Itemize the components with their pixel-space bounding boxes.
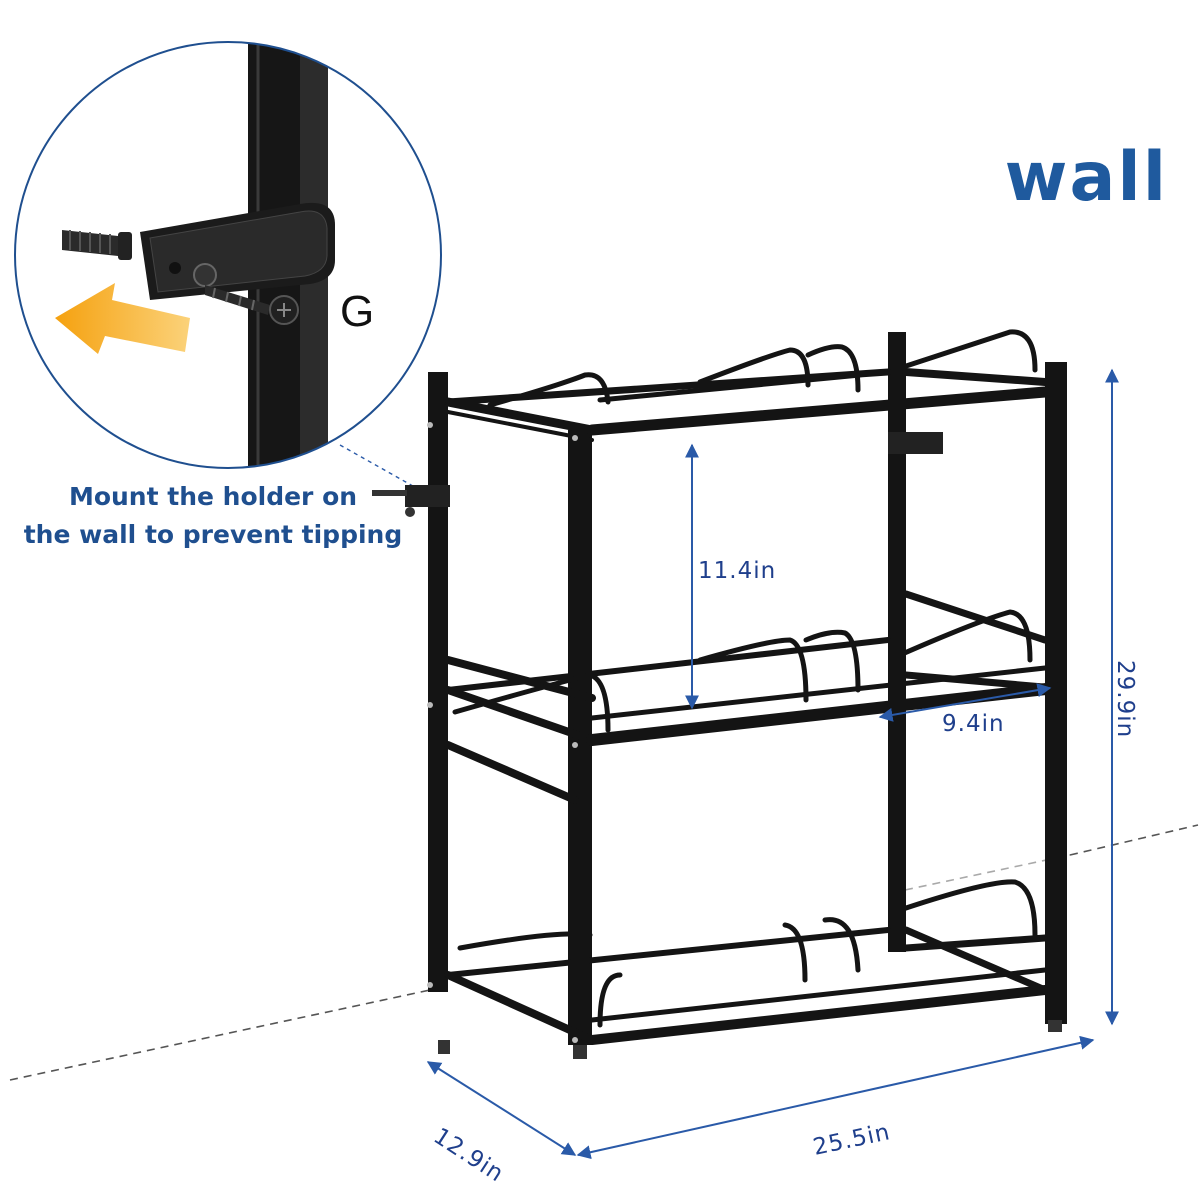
mount-detail-inset: G <box>14 41 442 469</box>
dimension-line-width <box>576 1035 1095 1160</box>
mounting-strap-icon <box>140 202 335 300</box>
dimension-line-depth <box>426 1061 577 1156</box>
rack-tier-middle <box>444 590 1061 804</box>
rack-screws <box>427 422 578 1043</box>
mount-caption-line-2: the wall to prevent tipping <box>24 520 403 549</box>
rack-tier-bottom <box>444 879 1050 1045</box>
wall-reference-lines <box>9 824 1199 1081</box>
dimension-label-shelf-spacing: 11.4in <box>698 558 776 584</box>
wall-anchor-icon <box>62 230 132 260</box>
rack-foot <box>438 1040 450 1054</box>
dimension-label-shelf-depth: 9.4in <box>942 711 1005 737</box>
direction-arrow-icon <box>55 283 190 354</box>
dimension-line-shelf-depth <box>878 683 1052 722</box>
wall-bracket <box>372 485 450 517</box>
rack-foot <box>573 1045 587 1059</box>
rack-post-back-right <box>888 332 906 952</box>
dimension-lines <box>426 368 1119 1160</box>
dimension-label-width: 25.5in <box>811 1119 893 1161</box>
rack-post-back-left <box>428 372 448 992</box>
wall-bracket-right <box>888 432 943 454</box>
part-label: G <box>340 287 374 336</box>
storage-rack <box>372 329 1067 1059</box>
mount-caption-line-1: Mount the holder on <box>69 482 357 511</box>
wall-title: wall <box>1005 138 1168 217</box>
dimension-label-height: 29.9in <box>1112 660 1138 738</box>
dimension-label-depth: 12.9in <box>429 1123 509 1187</box>
rack-foot <box>1048 1020 1062 1032</box>
screw-icon <box>205 285 299 325</box>
rack-tier-top <box>440 329 1051 442</box>
